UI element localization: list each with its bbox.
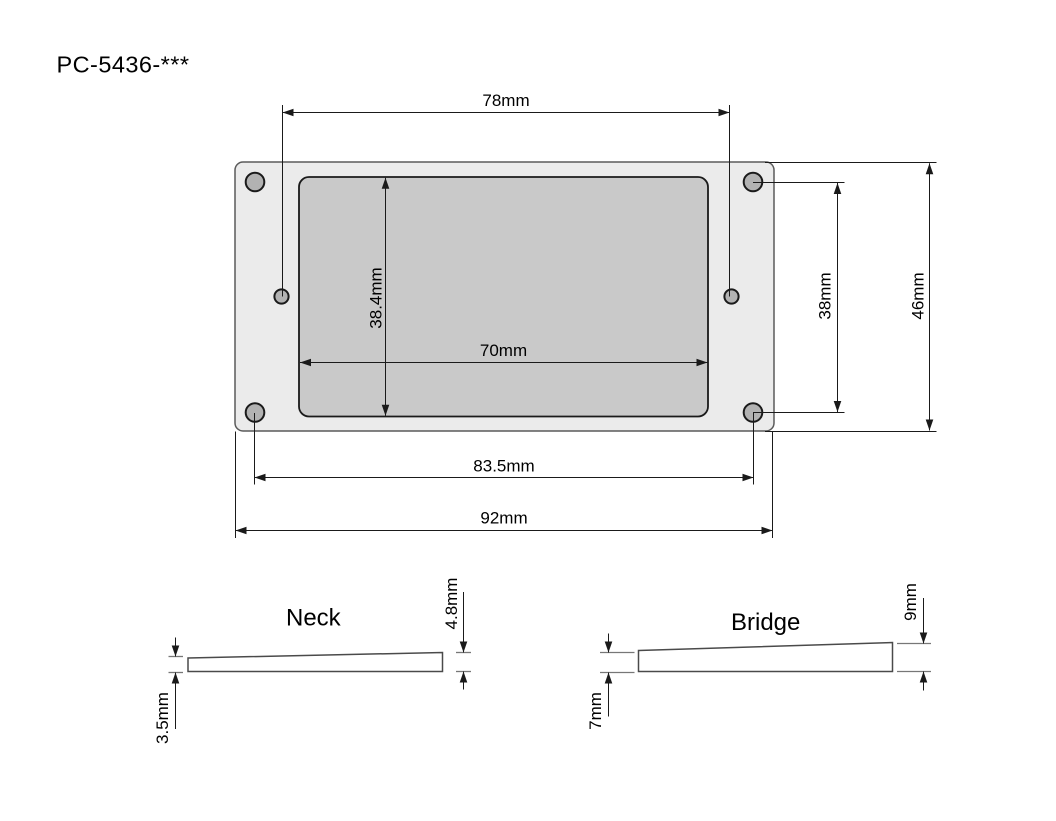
svg-text:PC-5436-***: PC-5436-***	[57, 52, 190, 78]
svg-text:78mm: 78mm	[482, 91, 529, 110]
svg-text:Bridge: Bridge	[731, 609, 800, 636]
svg-text:92mm: 92mm	[480, 509, 527, 528]
svg-text:3.5mm: 3.5mm	[153, 692, 172, 744]
svg-text:38.4mm: 38.4mm	[367, 267, 386, 328]
svg-text:4.8mm: 4.8mm	[442, 578, 461, 630]
svg-text:7mm: 7mm	[586, 692, 605, 730]
svg-text:70mm: 70mm	[480, 341, 527, 360]
svg-text:9mm: 9mm	[901, 583, 920, 621]
svg-text:83.5mm: 83.5mm	[473, 457, 534, 476]
svg-text:Neck: Neck	[286, 605, 342, 632]
svg-text:38mm: 38mm	[816, 272, 835, 319]
svg-text:46mm: 46mm	[909, 272, 928, 319]
